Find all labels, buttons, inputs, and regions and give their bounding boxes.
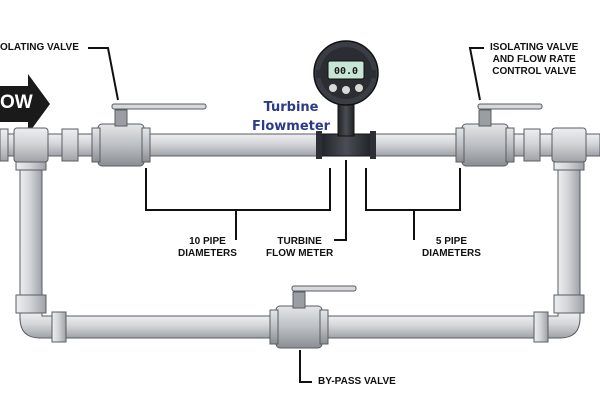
right-vertical-pipe	[553, 149, 585, 321]
device-name: Turbine Flowmeter	[252, 98, 330, 136]
flow-direction-label: OW	[0, 92, 33, 113]
isolating-valve-left-label: OLATING VALVE	[0, 42, 79, 53]
downstream-straight-run-label: 5 PIPE DIAMETERS	[422, 236, 481, 260]
leader-lines	[88, 47, 484, 383]
isolating-valve-right-label: ISOLATING VALVE AND FLOW RATE CONTROL VA…	[490, 42, 578, 78]
bypass-valve	[269, 285, 357, 349]
turbine-line1: TURBINE	[277, 236, 322, 247]
turbine-flowmeter: 00.0	[313, 40, 379, 159]
isolating-valve-right-line3: CONTROL VALVE	[492, 66, 577, 77]
isolating-valve-right-line1: ISOLATING VALVE	[490, 42, 579, 53]
bypass-valve-label: BY-PASS VALVE	[318, 376, 396, 387]
isolating-valve-right-line2: AND FLOW RATE	[492, 54, 576, 65]
meter-display-reading: 00.0	[334, 66, 358, 77]
turbine-line2: FLOW METER	[266, 248, 334, 259]
upstream-line1: 10 PIPE	[189, 236, 226, 247]
device-name-line1: Turbine	[263, 100, 319, 115]
turbine-flow-meter-label: TURBINE FLOW METER	[266, 236, 333, 260]
downstream-line2: DIAMETERS	[422, 248, 481, 259]
device-name-line2: Flowmeter	[252, 119, 331, 134]
left-vertical-pipe	[15, 149, 47, 321]
isolating-valve-right	[455, 103, 543, 167]
flow-arrow	[0, 74, 50, 134]
isolating-valve-left	[91, 103, 207, 167]
downstream-line1: 5 PIPE	[435, 236, 468, 247]
upstream-line2: DIAMETERS	[178, 248, 237, 259]
upstream-straight-run-label: 10 PIPE DIAMETERS	[178, 236, 237, 260]
